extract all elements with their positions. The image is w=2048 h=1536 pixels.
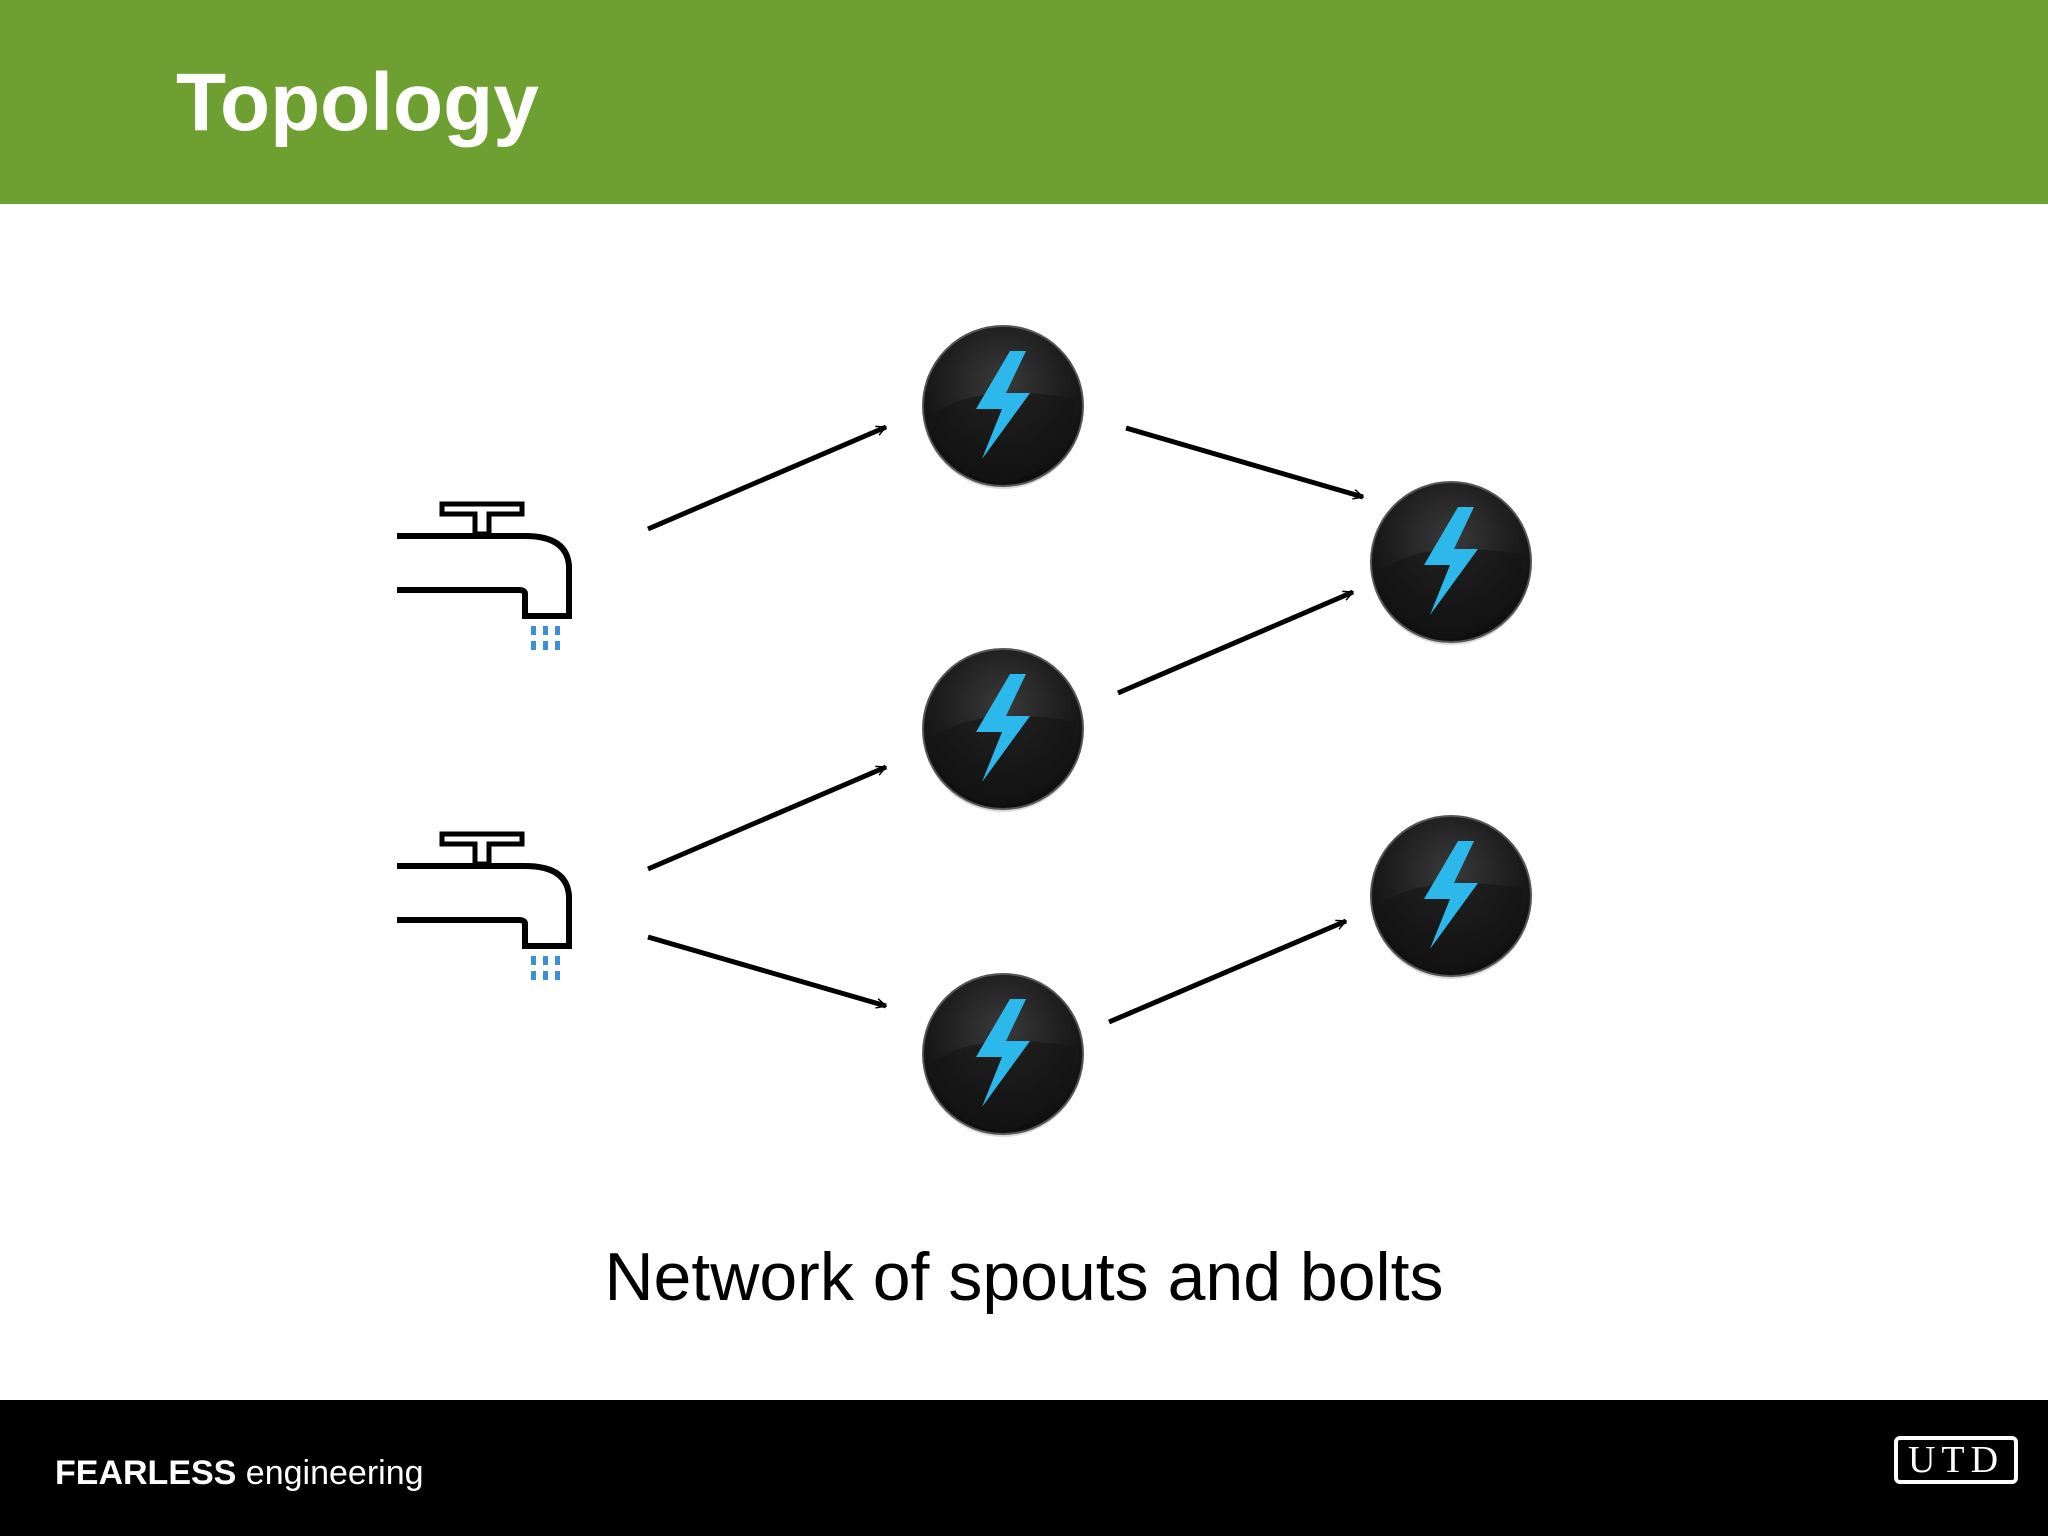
edge-spout-1-to-bolt-1	[647, 424, 886, 532]
bolt-4-lightning-bolt-icon	[1370, 481, 1532, 646]
bolt-3-lightning-bolt-icon	[922, 973, 1084, 1138]
bolt-1-lightning-bolt-icon	[922, 325, 1084, 490]
edge-bolt-1-to-bolt-4	[1125, 425, 1363, 497]
title-bar: Topology	[0, 0, 2048, 204]
slide-title: Topology	[176, 57, 539, 148]
edge-bolt-3-to-bolt-5	[1108, 918, 1346, 1025]
topology-diagram	[0, 325, 1532, 1138]
edge-spout-2-to-bolt-2	[647, 764, 886, 872]
bolt-2-lightning-bolt-icon	[922, 648, 1084, 813]
edge-bolt-2-to-bolt-4	[1117, 589, 1353, 696]
spout-2-faucet-icon	[397, 834, 569, 980]
edge-spout-2-to-bolt-3	[647, 934, 886, 1006]
bolt-5-lightning-bolt-icon	[1370, 815, 1532, 980]
brand-rest-text: engineering	[236, 1454, 424, 1492]
diagram-caption: Network of spouts and bolts	[604, 1239, 1444, 1315]
brand-tagline: FEARLESS engineering	[55, 1456, 424, 1490]
spout-1-faucet-icon	[397, 504, 569, 650]
brand-strong-text: FEARLESS	[55, 1454, 237, 1492]
utd-logo: UTD	[1894, 1436, 2018, 1484]
footer-bar	[0, 1400, 2048, 1536]
